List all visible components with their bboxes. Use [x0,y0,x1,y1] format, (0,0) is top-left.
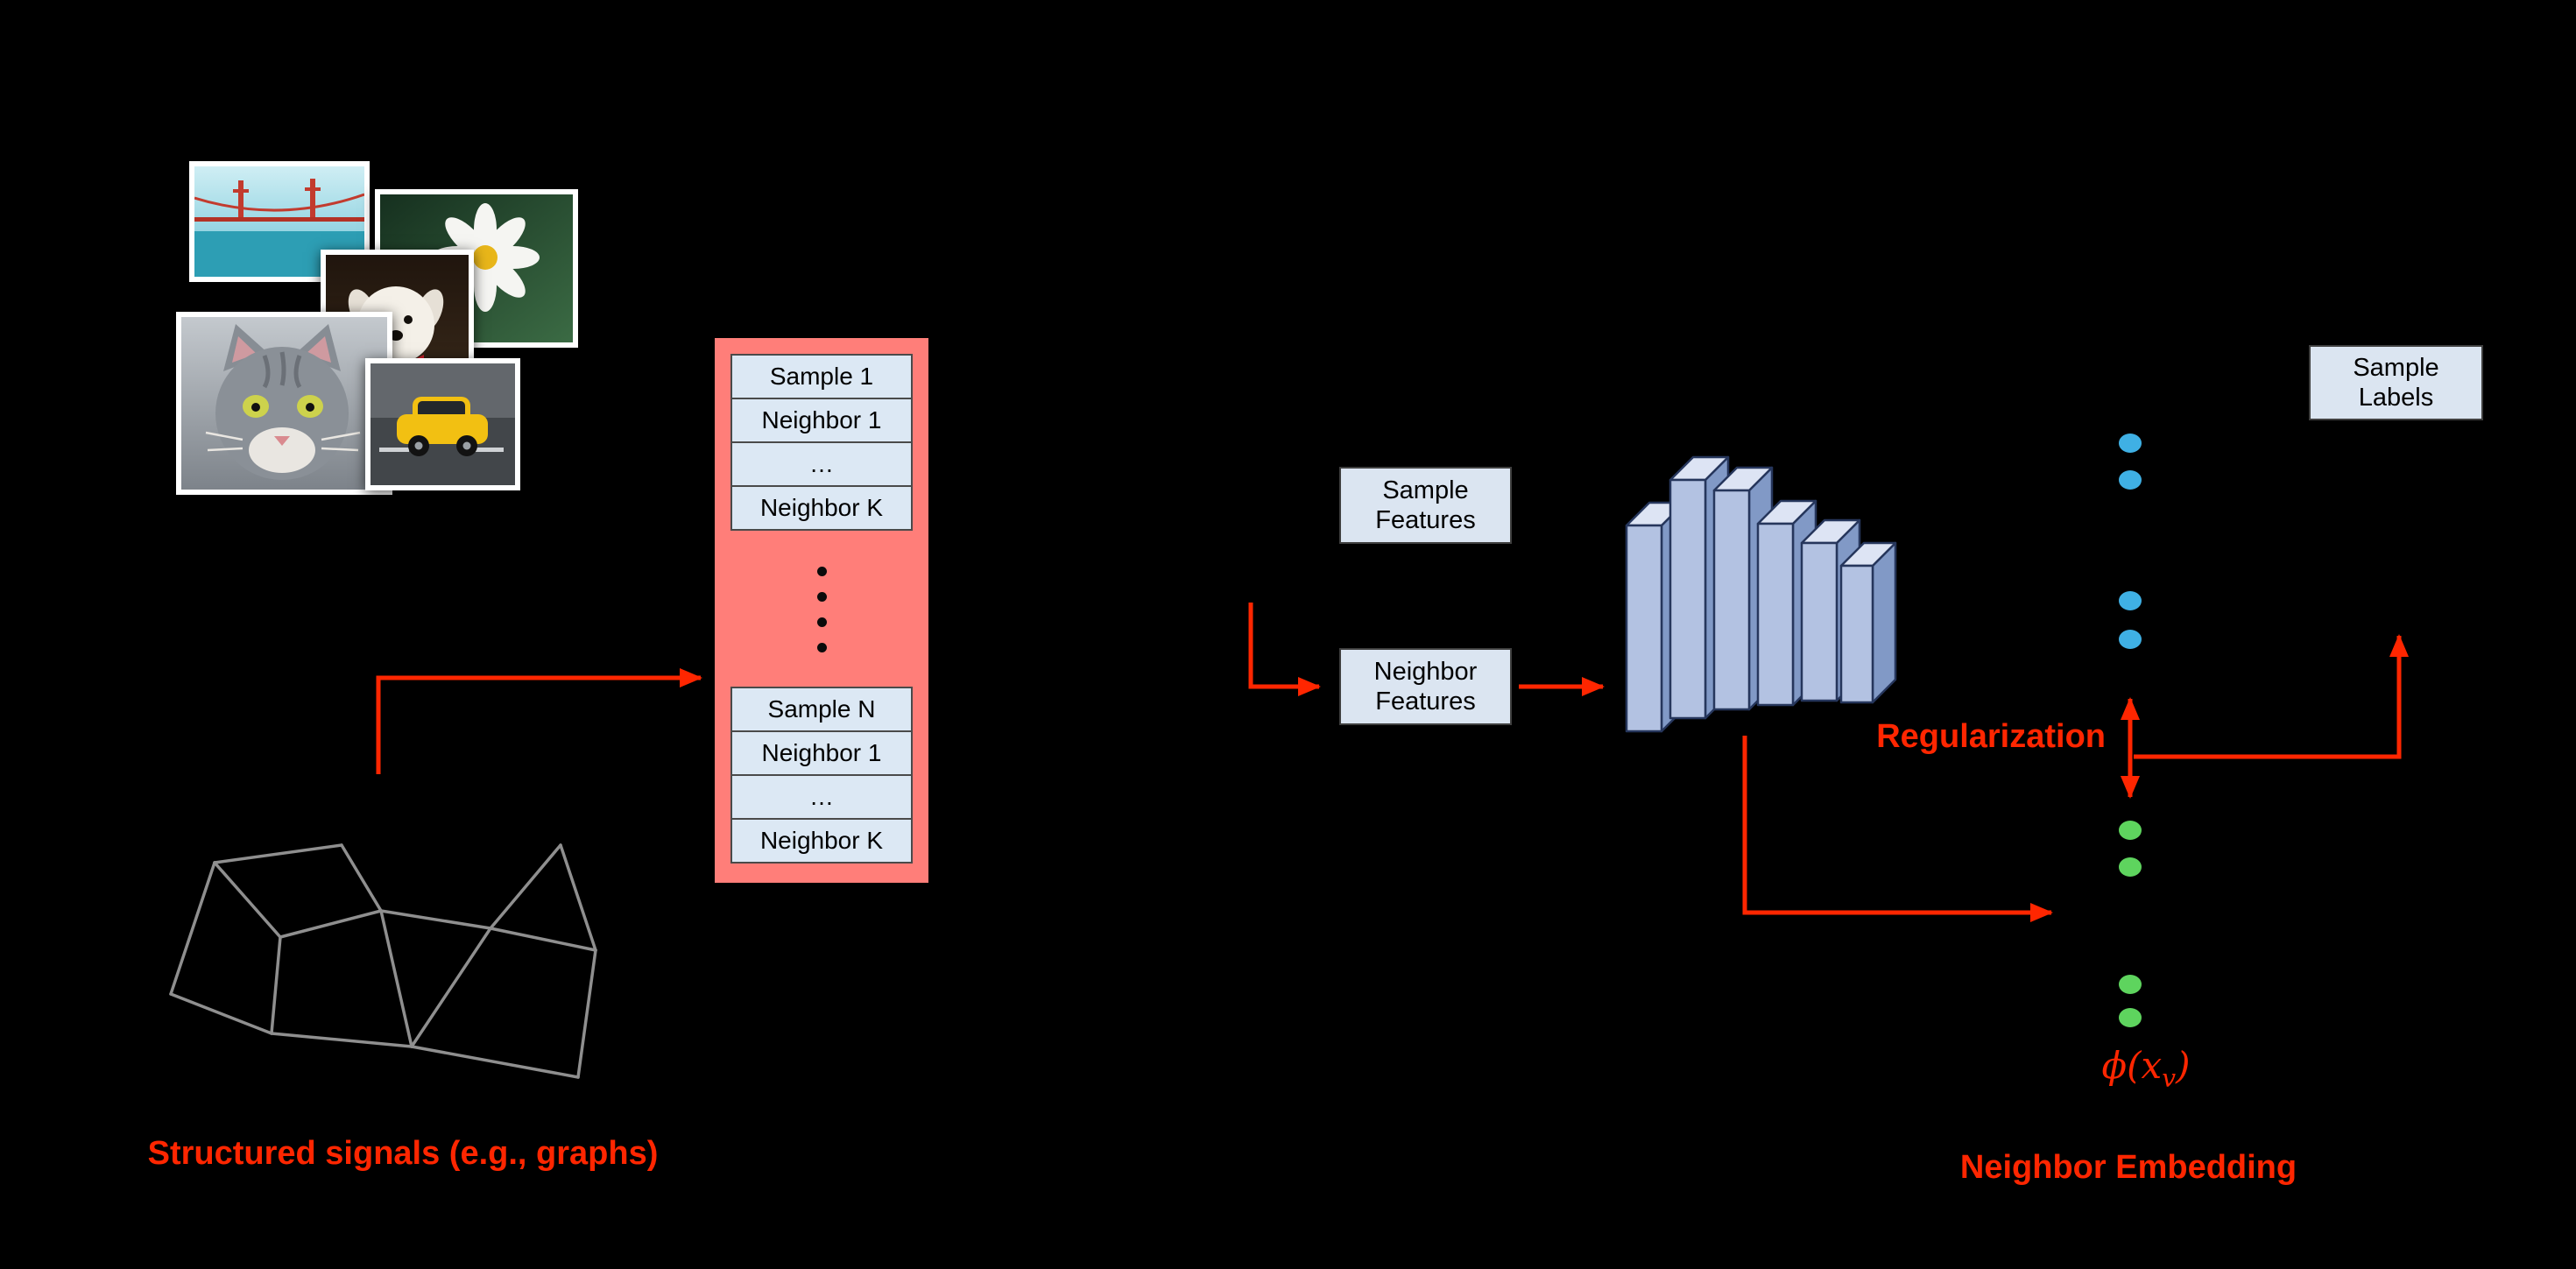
embedding-node-blue [2119,630,2142,649]
sample-labels-line1: Sample [2353,353,2439,382]
phi-sub: v [2162,1063,2177,1093]
arrow-network-to-embedding [1742,736,2053,922]
sample-features-box: Sample Features [1339,467,1512,544]
phi-open: ϕ(x [2101,1044,2163,1087]
embedding-node-green [2119,975,2142,994]
neural-network-icon [1625,455,1897,733]
phi-embedding-label: ϕ(xv) [2041,1044,2251,1092]
cat-image-icon [181,317,387,490]
table-row: … [730,774,913,820]
neighbor-features-box: Neighbor Features [1339,648,1512,725]
bridge-photo [189,161,370,282]
car-image-icon [371,363,515,485]
car-photo [365,358,520,490]
embedding-node-green [2119,857,2142,877]
sample-features-line1: Sample [1382,476,1469,504]
arrow-to-sample-labels [2134,634,2409,759]
neighbor-features-line1: Neighbor [1373,657,1478,686]
neighbor-features-line2: Features [1375,687,1476,716]
embedding-node-blue [2119,591,2142,610]
table-row: Neighbor 1 [730,730,913,776]
batch-table: Sample 1 Neighbor 1 … Neighbor K Sample … [715,338,928,883]
table-row: Sample N [730,687,913,732]
table-row: Sample 1 [730,354,913,399]
sample-labels-line2: Labels [2358,384,2434,412]
phi-close: ) [2176,1044,2191,1087]
arrow-inputs-to-table [376,668,702,774]
structured-graph-icon [169,843,597,1079]
embedding-node-blue [2119,470,2142,490]
sample-labels-box: Sample Labels [2309,345,2483,420]
regularization-label: Regularization [1876,718,2106,755]
vertical-ellipsis [730,531,913,688]
structured-signals-label: Structured signals (e.g., graphs) [147,1135,659,1172]
embedding-node-blue [2119,434,2142,453]
embedding-node-green [2119,821,2142,840]
sample-features-line2: Features [1375,506,1476,534]
table-row: Neighbor 1 [730,398,913,443]
neighbor-embedding-label: Neighbor Embedding [1959,1149,2297,1186]
embedding-node-green [2119,1008,2142,1027]
table-row: Neighbor K [730,818,913,864]
arrow-to-neighbor-features [1248,603,1321,696]
table-row: Neighbor K [730,485,913,531]
cat-photo [176,312,392,495]
